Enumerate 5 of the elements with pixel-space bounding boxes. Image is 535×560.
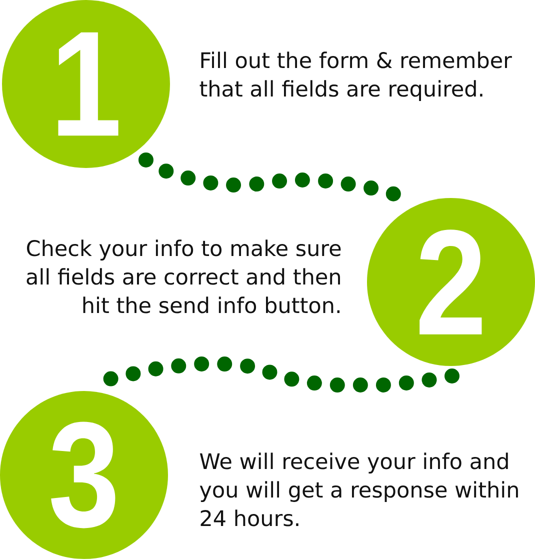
step-description: Fill out the form & remember that all fields are required. [200,52,512,101]
step-description: Check your info to make sure all fields are correct and then hit the send info button. [26,240,341,314]
dotted-line [102,356,460,393]
dotted-line [138,152,402,202]
step-description: We will receive your info and you will get a response within 24 hours. [200,452,518,526]
